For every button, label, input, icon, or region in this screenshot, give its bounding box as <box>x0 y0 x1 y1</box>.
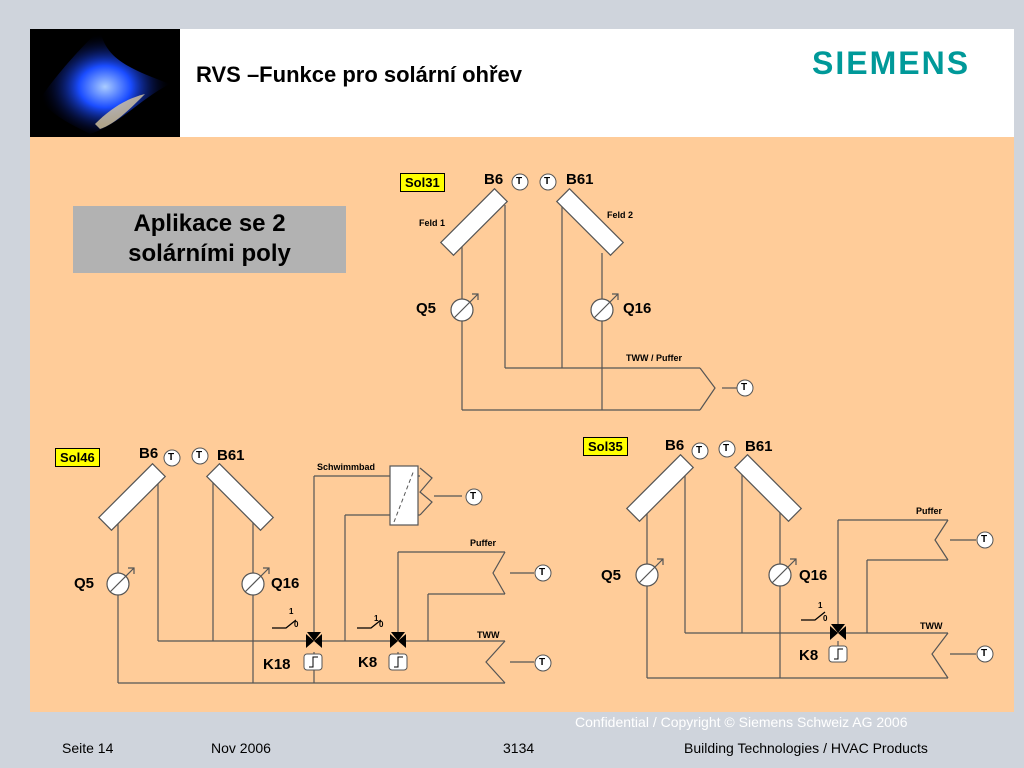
switch-zero: 0 <box>379 620 384 629</box>
switch-zero: 0 <box>294 620 299 629</box>
siemens-logo: SIEMENS <box>812 45 971 81</box>
label-q16: Q16 <box>271 575 300 592</box>
sensor-t: T <box>696 445 703 456</box>
label-q5: Q5 <box>601 567 622 584</box>
sensor-t: T <box>168 452 175 463</box>
document-number: 3134 <box>503 740 535 756</box>
label-k8: K8 <box>799 647 819 664</box>
label-q5: Q5 <box>416 300 437 317</box>
label-k8: K8 <box>358 654 378 671</box>
flame-graphic <box>30 29 180 137</box>
label-b61: B61 <box>217 447 245 464</box>
page-number: Seite 14 <box>62 740 114 756</box>
intro-box: Aplikace se 2 solárními poly <box>73 206 346 273</box>
label-b6: B6 <box>484 171 504 188</box>
label-feld1: Feld 1 <box>419 218 446 228</box>
switch-one: 1 <box>289 607 294 616</box>
label-q16: Q16 <box>799 567 828 584</box>
sensor-t: T <box>516 176 523 187</box>
footer-date: Nov 2006 <box>211 740 271 756</box>
sensor-t: T <box>741 382 748 393</box>
label-b6: B6 <box>139 445 159 462</box>
label-k18: K18 <box>263 656 291 673</box>
slide-header: SIEMENS <box>30 29 1014 137</box>
tag-sol35: Sol35 <box>583 437 628 456</box>
sensor-t: T <box>539 567 546 578</box>
label-b61: B61 <box>745 438 773 455</box>
collector-feld2 <box>555 187 625 257</box>
sensor-t: T <box>196 450 203 461</box>
division-name: Building Technologies / HVAC Products <box>684 740 928 756</box>
sensor-t: T <box>981 648 988 659</box>
label-puffer: Puffer <box>916 506 943 516</box>
sensor-t: T <box>470 491 477 502</box>
label-feld2: Feld 2 <box>607 210 634 220</box>
collector-sol46-b61 <box>205 462 275 532</box>
label-schwimmbad: Schwimmbad <box>317 462 376 472</box>
slide-title: RVS –Funkce pro solární ohřev <box>196 62 523 87</box>
label-tww-puffer: TWW / Puffer <box>626 353 682 363</box>
flame-image <box>30 29 180 137</box>
label-tww: TWW <box>477 630 500 640</box>
label-b6: B6 <box>665 437 685 454</box>
intro-line-2: solárními poly <box>128 240 291 267</box>
collector-sol46-b6 <box>97 462 167 532</box>
confidential-notice: Confidential / Copyright © Siemens Schwe… <box>575 714 908 730</box>
switch-one: 1 <box>818 601 823 610</box>
label-b61: B61 <box>566 171 594 188</box>
tag-sol31: Sol31 <box>400 173 445 192</box>
switch-zero: 0 <box>823 614 828 623</box>
sensor-t: T <box>981 534 988 545</box>
collector-feld1 <box>439 187 509 257</box>
label-tww: TWW <box>920 621 943 631</box>
switch-one: 1 <box>374 614 379 623</box>
sensor-t: T <box>544 176 551 187</box>
intro-line-1: Aplikace se 2 <box>133 210 286 237</box>
label-q16: Q16 <box>623 300 652 317</box>
collector-sol35-b6 <box>625 453 695 523</box>
tag-sol46: Sol46 <box>55 448 100 467</box>
label-puffer: Puffer <box>470 538 497 548</box>
collector-sol35-b61 <box>733 453 803 523</box>
label-q5: Q5 <box>74 575 95 592</box>
sensor-t: T <box>539 657 546 668</box>
sensor-t: T <box>723 443 730 454</box>
